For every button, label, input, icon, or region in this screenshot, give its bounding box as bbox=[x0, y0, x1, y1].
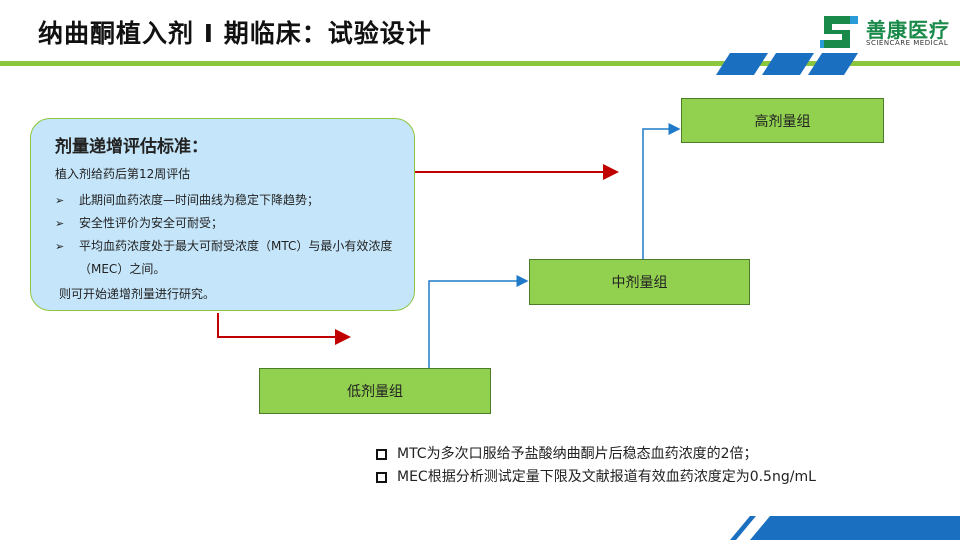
logo-chinese: 善康医疗 bbox=[866, 18, 950, 42]
criteria-heading: 剂量递增评估标准： bbox=[55, 137, 208, 157]
low-dose-group: 低剂量组 bbox=[259, 368, 491, 414]
logo-mark-icon bbox=[820, 16, 858, 48]
footnote-text: MTC为多次口服给予盐酸纳曲酮片后稳态血药浓度的2倍； bbox=[397, 446, 758, 462]
footnotes: MTC为多次口服给予盐酸纳曲酮片后稳态血药浓度的2倍； MEC根据分析测试定量下… bbox=[376, 443, 816, 489]
decorative-stripes bbox=[716, 53, 858, 75]
arrow-bullet-icon: ➢ bbox=[55, 217, 65, 230]
header-divider bbox=[0, 61, 960, 66]
arrow-to-low bbox=[217, 313, 351, 345]
footnote-text: MEC根据分析测试定量下限及文献报道有效血药浓度定为0.5ng/mL bbox=[397, 469, 816, 485]
mid-dose-group: 中剂量组 bbox=[529, 259, 750, 305]
logo-english: SCIENCARE MEDICAL bbox=[866, 39, 949, 47]
high-dose-group: 高剂量组 bbox=[681, 98, 884, 143]
dose-escalation-criteria: 剂量递增评估标准： 植入剂给药后第12周评估 ➢ 此期间血药浓度—时间曲线为稳定… bbox=[30, 118, 415, 311]
company-logo: 善康医疗 SCIENCARE MEDICAL bbox=[820, 12, 955, 52]
arrow-bullet-icon: ➢ bbox=[55, 194, 65, 207]
criteria-item: ➢ 此期间血药浓度—时间曲线为稳定下降趋势； bbox=[55, 189, 405, 212]
footnote-mec: MEC根据分析测试定量下限及文献报道有效血药浓度定为0.5ng/mL bbox=[376, 466, 816, 489]
page-title: 纳曲酮植入剂 I 期临床：试验设计 bbox=[38, 19, 432, 48]
criteria-item-text: 安全性评价为安全可耐受； bbox=[79, 216, 224, 230]
connector-low-to-mid bbox=[428, 275, 529, 368]
criteria-item: ➢ 安全性评价为安全可耐受； bbox=[55, 212, 405, 235]
criteria-item: ➢ 平均血药浓度处于最大可耐受浓度（MTC）与最小有效浓度（MEC）之间。 bbox=[55, 235, 405, 281]
checkbox-bullet-icon bbox=[376, 449, 387, 460]
criteria-intro: 植入剂给药后第12周评估 bbox=[55, 167, 191, 181]
criteria-item-text: 此期间血药浓度—时间曲线为稳定下降趋势； bbox=[79, 193, 320, 207]
connector-mid-to-high bbox=[642, 123, 681, 259]
criteria-conclusion: 则可开始递增剂量进行研究。 bbox=[59, 287, 216, 301]
checkbox-bullet-icon bbox=[376, 472, 387, 483]
criteria-item-text: 平均血药浓度处于最大可耐受浓度（MTC）与最小有效浓度（MEC）之间。 bbox=[79, 239, 393, 276]
arrow-bullet-icon: ➢ bbox=[55, 240, 65, 253]
footnote-mtc: MTC为多次口服给予盐酸纳曲酮片后稳态血药浓度的2倍； bbox=[376, 443, 816, 466]
criteria-list: ➢ 此期间血药浓度—时间曲线为稳定下降趋势； ➢ 安全性评价为安全可耐受； ➢ … bbox=[55, 189, 405, 281]
decorative-corner bbox=[730, 516, 960, 540]
